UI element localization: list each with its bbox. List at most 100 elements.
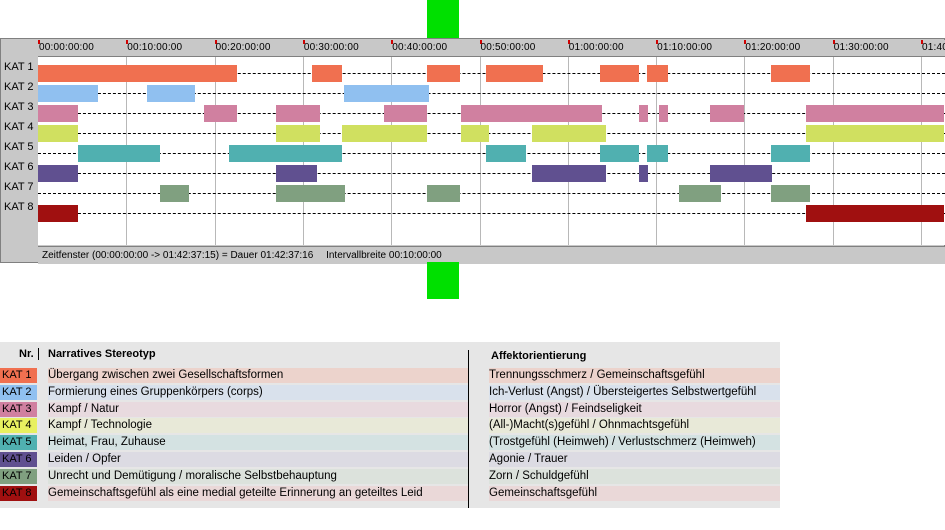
tick-mark bbox=[656, 40, 659, 44]
segment-bar[interactable] bbox=[341, 125, 428, 142]
track-guide bbox=[38, 173, 945, 174]
legend-badge: KAT 7 bbox=[0, 468, 37, 484]
tick-label: 01:10:00:00 bbox=[657, 42, 713, 53]
tick-label: 01:40 bbox=[922, 42, 945, 53]
tick-mark bbox=[832, 40, 835, 44]
tick-mark bbox=[38, 40, 40, 44]
legend-stereotyp: Unrecht und Demütigung / moralische Selb… bbox=[48, 468, 468, 484]
segment-bar[interactable] bbox=[38, 165, 78, 182]
segment-bar[interactable] bbox=[770, 145, 810, 162]
grid-line bbox=[921, 57, 922, 245]
tick-mark bbox=[214, 40, 217, 44]
segment-bar[interactable] bbox=[228, 145, 342, 162]
track-guide bbox=[38, 93, 945, 94]
tick-mark bbox=[921, 40, 923, 44]
legend-badge: KAT 3 bbox=[0, 401, 37, 417]
category-label: KAT 8 bbox=[4, 201, 34, 213]
segment-bar[interactable] bbox=[275, 125, 320, 142]
segment-bar[interactable] bbox=[426, 65, 461, 82]
segment-bar[interactable] bbox=[460, 125, 490, 142]
segment-bar[interactable] bbox=[147, 85, 196, 102]
segment-bar[interactable] bbox=[38, 105, 78, 122]
grid-line bbox=[832, 57, 834, 245]
category-label: KAT 1 bbox=[4, 61, 34, 73]
legend-badge: KAT 2 bbox=[0, 384, 37, 400]
tick-label: 01:20:00:00 bbox=[745, 42, 801, 53]
segment-bar[interactable] bbox=[709, 165, 772, 182]
segment-bar[interactable] bbox=[639, 165, 649, 182]
tick-mark bbox=[302, 40, 305, 44]
tick-mark bbox=[479, 40, 482, 44]
segment-bar[interactable] bbox=[806, 205, 944, 222]
track-guide bbox=[38, 193, 945, 194]
legend-row: KAT 7 Unrecht und Demütigung / moralische… bbox=[0, 468, 780, 484]
segment-bar[interactable] bbox=[38, 65, 237, 82]
segment-bar[interactable] bbox=[679, 185, 721, 202]
segment-bar[interactable] bbox=[275, 185, 346, 202]
segment-bar[interactable] bbox=[531, 125, 606, 142]
header-separator bbox=[38, 348, 39, 360]
segment-bar[interactable] bbox=[159, 185, 189, 202]
tick-label: 00:20:00:00 bbox=[215, 42, 271, 53]
segment-bar[interactable] bbox=[647, 145, 669, 162]
segment-bar[interactable] bbox=[311, 65, 342, 82]
segment-bar[interactable] bbox=[275, 105, 320, 122]
segment-bar[interactable] bbox=[485, 145, 527, 162]
segment-bar[interactable] bbox=[204, 105, 237, 122]
segment-bar[interactable] bbox=[599, 65, 640, 82]
tick-label: 00:00:00:00 bbox=[39, 42, 95, 53]
tick-label: 01:00:00:00 bbox=[568, 42, 624, 53]
header-affekt: Affektorientierung bbox=[491, 350, 587, 362]
legend-table: Nr. Narratives Stereotyp Affektorientier… bbox=[0, 342, 780, 508]
tick-label: 00:50:00:00 bbox=[480, 42, 536, 53]
segment-bar[interactable] bbox=[639, 105, 649, 122]
segment-bar[interactable] bbox=[806, 125, 944, 142]
category-label: KAT 6 bbox=[4, 161, 34, 173]
segment-bar[interactable] bbox=[460, 105, 603, 122]
grid-line bbox=[391, 57, 393, 245]
segment-bar[interactable] bbox=[77, 145, 160, 162]
segment-bar[interactable] bbox=[770, 185, 810, 202]
segment-bar[interactable] bbox=[38, 85, 99, 102]
segment-bar[interactable] bbox=[770, 65, 810, 82]
segment-bar[interactable] bbox=[38, 125, 78, 142]
legend-affekt: Gemeinschaftsgefühl bbox=[489, 485, 780, 501]
segment-bar[interactable] bbox=[599, 145, 640, 162]
segment-bar[interactable] bbox=[531, 165, 606, 182]
segment-bar[interactable] bbox=[709, 105, 744, 122]
legend-stereotyp: Übergang zwischen zwei Gesellschaftsform… bbox=[48, 368, 468, 383]
legend-affekt: (All-)Macht(s)gefühl / Ohnmachtsgefühl bbox=[489, 418, 780, 434]
track-guide bbox=[38, 213, 945, 214]
category-label: KAT 5 bbox=[4, 141, 34, 153]
playhead-marker-bottom[interactable] bbox=[427, 262, 459, 299]
segment-bar[interactable] bbox=[384, 105, 428, 122]
legend-stereotyp: Formierung eines Gruppenkörpers (corps) bbox=[48, 384, 468, 400]
legend-row: KAT 1 Übergang zwischen zwei Gesellschaft… bbox=[0, 367, 780, 383]
header-nr: Nr. bbox=[19, 348, 34, 360]
interval-width-text: Intervallbreite 00:10:00:00 bbox=[326, 250, 442, 261]
playhead-marker-top[interactable] bbox=[427, 0, 459, 40]
tick-mark bbox=[567, 40, 570, 44]
legend-affekt: Ich-Verlust (Angst) / Übersteigertes Sel… bbox=[489, 384, 780, 400]
legend-badge: KAT 8 bbox=[0, 485, 37, 501]
segment-bar[interactable] bbox=[658, 105, 669, 122]
segment-bar[interactable] bbox=[38, 205, 78, 222]
legend-affekt: Agonie / Trauer bbox=[489, 452, 780, 467]
segment-bar[interactable] bbox=[806, 105, 944, 122]
legend-badge: KAT 1 bbox=[0, 368, 37, 383]
segment-bar[interactable] bbox=[275, 165, 318, 182]
segment-bar[interactable] bbox=[426, 185, 461, 202]
segment-bar[interactable] bbox=[485, 65, 544, 82]
grid-line bbox=[214, 57, 216, 245]
segment-bar[interactable] bbox=[647, 65, 669, 82]
track-area[interactable] bbox=[38, 57, 945, 245]
segment-bar[interactable] bbox=[344, 85, 430, 102]
legend-stereotyp: Leiden / Opfer bbox=[48, 452, 468, 467]
